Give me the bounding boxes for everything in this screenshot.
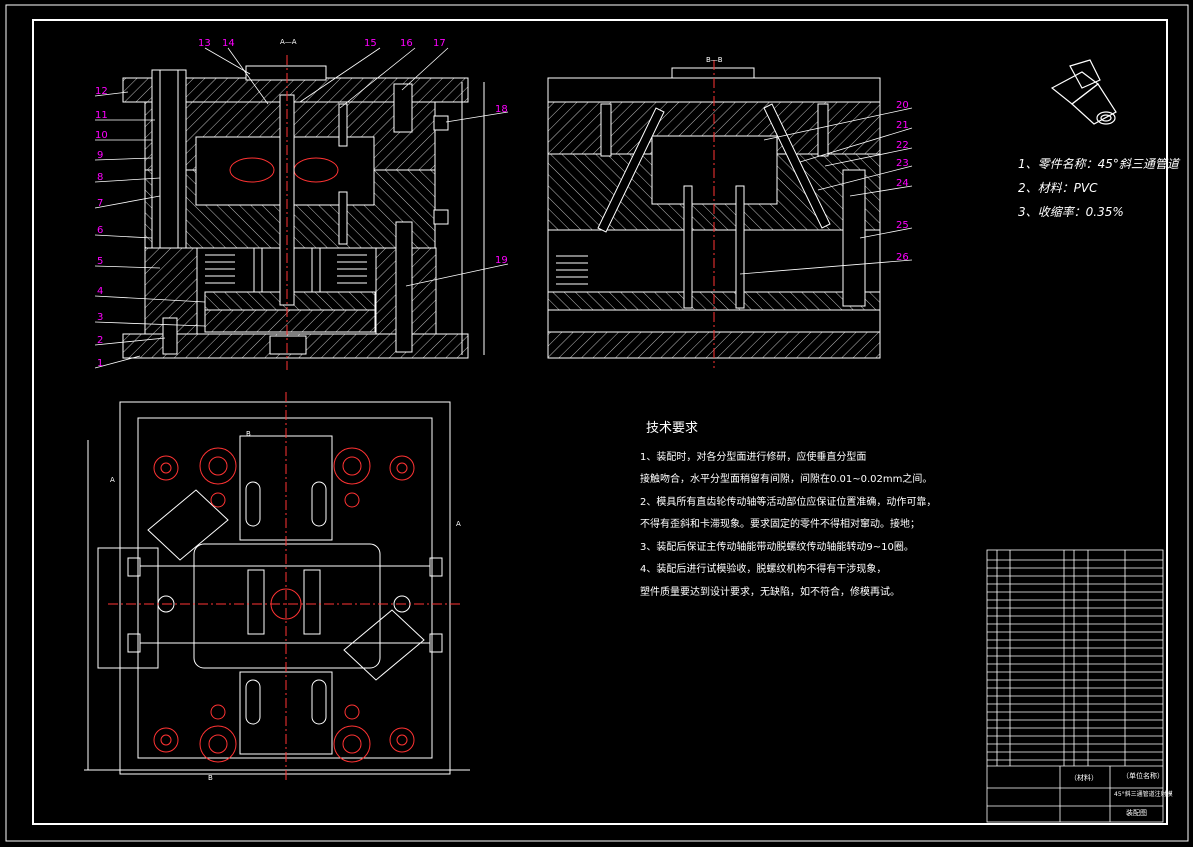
part-callouts: 1 2 3 4 5 6 7 8 9 10 11 12 13 14 15 16 1… [95,38,909,369]
tech-req-line: 1、装配时，对各分型面进行修研，应使垂直分型面 [640,451,867,463]
product-sketch-icon [1050,59,1117,125]
callout-3: 3 [97,312,103,323]
title-block-sheet: 装配图 [1126,808,1147,817]
title-block-material: （材料） [1070,773,1098,782]
tech-req-line: 2、模具所有直齿轮传动轴等活动部位应保证位置准确，动作可靠， [640,496,937,508]
callout-12: 12 [95,86,108,97]
title-block [986,549,1164,823]
callout-14: 14 [222,38,235,49]
plan-view [84,401,470,775]
callout-24: 24 [896,178,909,189]
inner-frame [32,19,1168,825]
title-block-company: （单位名称） [1122,771,1164,780]
callout-8: 8 [97,172,103,183]
callout-6: 6 [97,225,103,236]
tech-req-line: 3、装配后保证主传动轴能带动脱螺纹传动轴能转动9~10圈。 [640,541,914,553]
section-mark-a-left: A [110,476,115,484]
callout-4: 4 [97,286,103,297]
callout-9: 9 [97,150,103,161]
callout-18: 18 [495,104,508,115]
note-shrinkage: 3、收缩率：0.35% [1018,205,1124,219]
tech-req-line: 不得有歪斜和卡滞现象。要求固定的零件不得相对窜动。接地； [640,519,920,530]
tech-req-title: 技术要求 [646,421,699,436]
callout-13: 13 [198,38,211,49]
callout-5: 5 [97,256,103,267]
outer-border [5,4,1189,842]
note-material: 2、材料：PVC [1018,181,1098,195]
callout-7: 7 [97,198,103,209]
section-mark-a-right: A [456,520,461,528]
tech-req-line: 接触吻合，水平分型面稍留有间隙，间隙在0.01~0.02mm之间。 [640,474,933,485]
callout-16: 16 [400,38,413,49]
section-mark-b-bottom: B [208,774,213,782]
callout-21: 21 [896,120,909,131]
tech-req-line: 4、装配后进行试模验收，脱螺纹机构不得有干涉现象， [640,564,887,575]
section-aa-view [122,65,485,359]
callout-19: 19 [495,255,508,266]
section-mark-b-top: B [246,430,251,438]
callout-25: 25 [896,220,909,231]
callout-2: 2 [97,335,103,346]
technical-requirements: 技术要求 1、装配时，对各分型面进行修研，应使垂直分型面 接触吻合，水平分型面稍… [640,418,936,604]
leader-lines [94,47,913,369]
callout-23: 23 [896,158,909,169]
callout-22: 22 [896,140,909,151]
tech-req-line: 塑件质量要达到设计要求，无缺陷，如不符合，修模再试。 [640,586,900,598]
title-block-drawing-name: 45°斜三通管道注射模 [1114,790,1173,798]
product-notes: 1、零件名称：45°斜三通管道 2、材料：PVC 3、收缩率：0.35% [1018,152,1179,224]
section-label-aa: A—A [280,38,297,46]
callout-26: 26 [896,252,909,263]
section-label-bb: B—B [706,56,723,64]
callout-10: 10 [95,130,108,141]
callout-1: 1 [97,358,103,369]
callout-11: 11 [95,110,108,121]
callout-15: 15 [364,38,377,49]
callout-20: 20 [896,100,909,111]
callout-17: 17 [433,38,446,49]
note-part-name: 1、零件名称：45°斜三通管道 [1018,157,1179,171]
